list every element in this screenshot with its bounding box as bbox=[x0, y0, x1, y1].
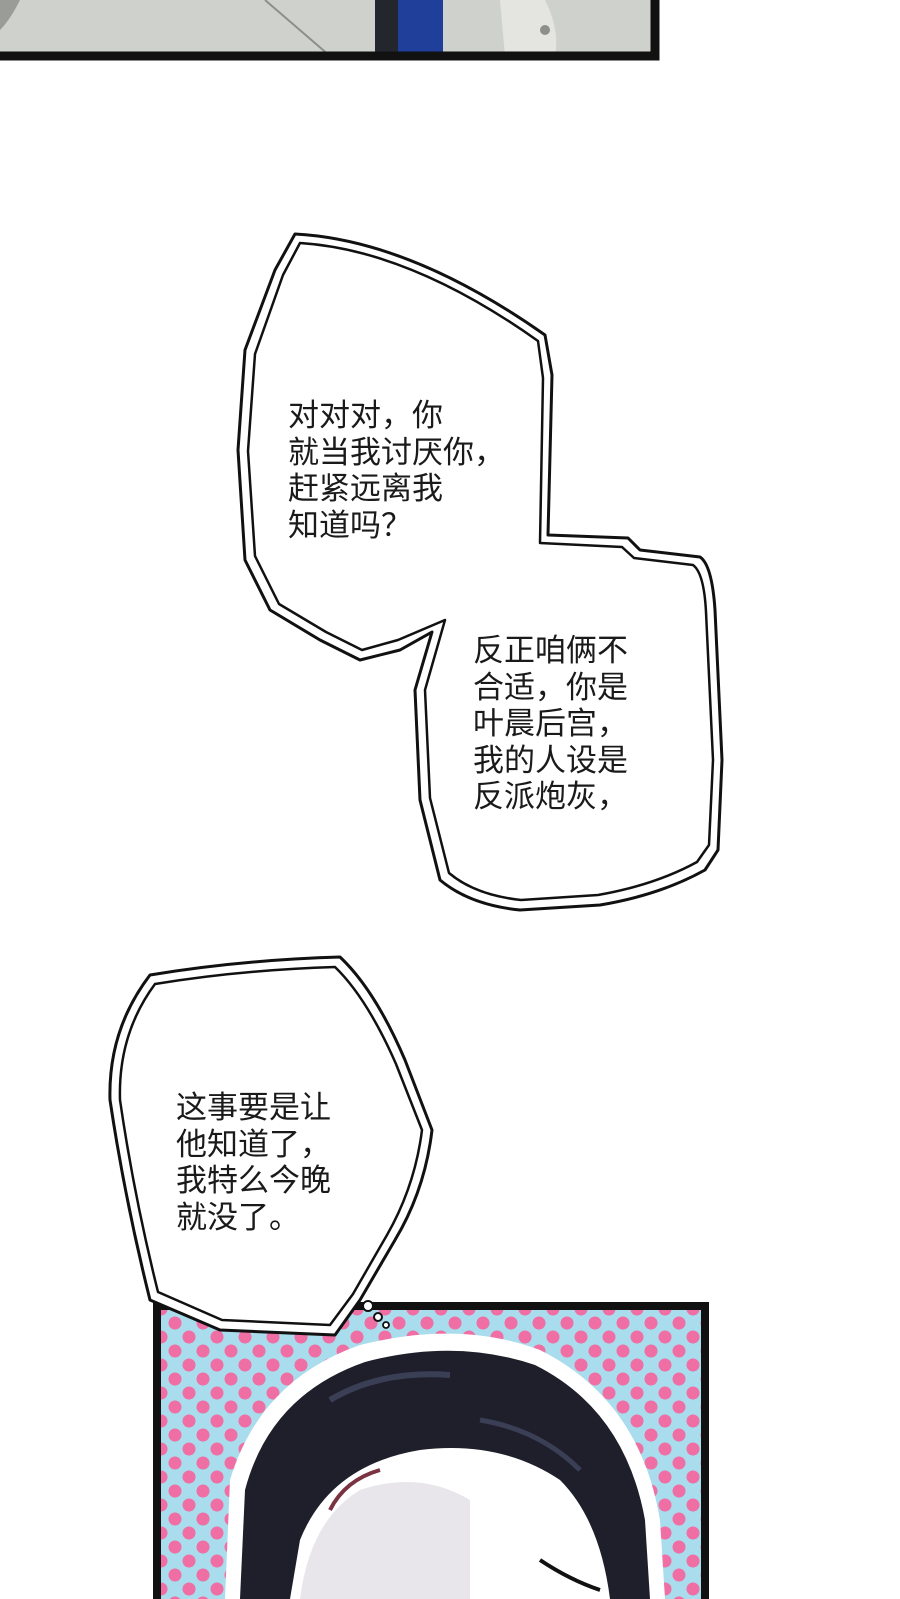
character-hair bbox=[240, 1350, 650, 1599]
bubble-2-text: 反正咱俩不 合适，你是 叶晨后宫， 我的人设是 反派炮灰， bbox=[473, 633, 628, 816]
thought-dot-large bbox=[362, 1300, 374, 1312]
top-panel-button bbox=[540, 25, 550, 35]
bubble-1-line: 对对对，你 bbox=[288, 398, 443, 434]
hair-highlight bbox=[328, 1371, 451, 1403]
bubble-2-line: 反派炮灰， bbox=[473, 779, 628, 815]
bubble-3-text: 这事要是让 他知道了， 我特么今晚 就没了。 bbox=[176, 1090, 331, 1236]
top-panel-shadow bbox=[0, 0, 20, 30]
character-face bbox=[300, 1482, 470, 1599]
bubble-2-line: 我的人设是 bbox=[473, 742, 628, 779]
character-blush-line bbox=[328, 1468, 381, 1511]
thought-dot-small bbox=[382, 1321, 390, 1329]
hair-highlight-2 bbox=[479, 1417, 582, 1472]
bubble-2-line: 反正咱俩不 bbox=[473, 633, 628, 669]
thought-dot-medium bbox=[373, 1312, 383, 1322]
bubble-3-line: 这事要是让 bbox=[176, 1090, 331, 1126]
character-panel-border bbox=[153, 1302, 709, 1599]
top-panel-line bbox=[264, 0, 331, 57]
top-panel-blue-strap bbox=[398, 0, 443, 56]
bubble-1-text: 对对对，你 就当我讨厌你， 赶紧远离我 知道吗？ bbox=[288, 398, 505, 544]
bubble-3-shape bbox=[108, 955, 434, 1337]
top-panel-border bbox=[0, 0, 660, 61]
bubble-2-line: 合适，你是 bbox=[473, 669, 628, 706]
bubble-1-line: 赶紧远离我 bbox=[288, 471, 443, 507]
bubble-1-line: 就当我讨厌你， bbox=[288, 434, 505, 471]
bubble-2-line: 叶晨后宫， bbox=[473, 706, 628, 742]
bubble-1-line: 知道吗？ bbox=[288, 507, 412, 544]
bubble-1-2-shape bbox=[236, 232, 724, 912]
character-eye-line bbox=[538, 1558, 601, 1592]
bubble-3-line: 我特么今晚 bbox=[176, 1163, 331, 1199]
top-panel-remnant bbox=[0, 0, 660, 61]
bubble-3-line: 就没了。 bbox=[176, 1199, 300, 1236]
bubble-3-line: 他知道了， bbox=[176, 1126, 331, 1163]
top-panel-highlight bbox=[500, 0, 557, 56]
